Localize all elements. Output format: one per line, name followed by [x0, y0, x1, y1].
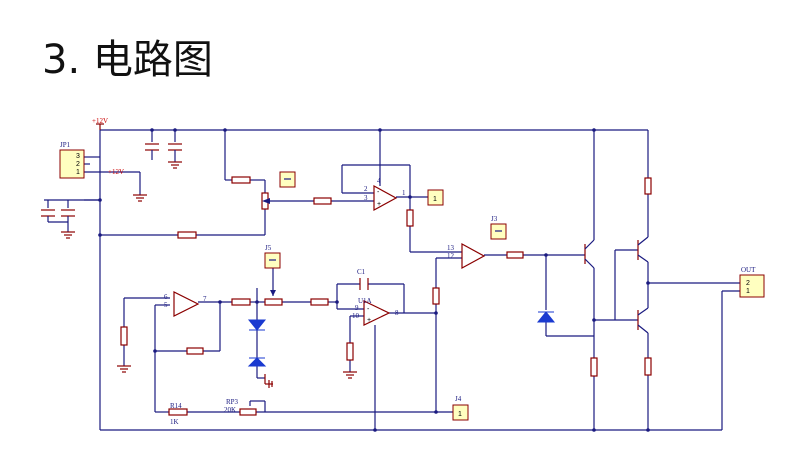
out-ref: OUT [741, 266, 756, 274]
u1a-ref: U1A [358, 297, 372, 305]
out-pin-1: 1 [746, 288, 750, 295]
op-left-pin6: 6 [164, 293, 168, 301]
svg-text:-: - [367, 306, 370, 313]
rp3-ref: RP3 [226, 398, 239, 406]
r14-value: 1K [170, 418, 179, 426]
ground-symbols [61, 161, 357, 388]
svg-text:+: + [367, 317, 371, 324]
out-pin-2: 2 [746, 280, 750, 287]
op-left-pin7: 7 [203, 295, 207, 303]
jp1-pin-3: 3 [76, 153, 80, 160]
op-mid-pin13: 13 [447, 244, 455, 252]
op-amps: - + 2 3 1 4 13 12 6 5 7 - + U1A 9 10 8 [164, 177, 486, 326]
op-top-pin2: 2 [364, 185, 368, 193]
jp1-connector: JP1 3 2 1 +12V [59, 141, 124, 179]
c1-label: C1 [357, 268, 366, 276]
op-top-pin4: 4 [377, 177, 381, 185]
op-top-pin1: 1 [402, 189, 406, 197]
out-connector: OUT 2 1 [739, 266, 765, 298]
tp-top-pin: 1 [433, 196, 437, 203]
svg-text:-: - [377, 189, 380, 196]
diodes [247, 311, 556, 367]
op-top-pin3: 3 [364, 194, 368, 202]
jp1-ref: JP1 [60, 141, 71, 149]
jp1-pin-1: 1 [76, 169, 80, 176]
u1a-pin9: 9 [355, 304, 359, 312]
j3-ref: J3 [491, 215, 498, 223]
jp1-pin-2: 2 [76, 161, 80, 168]
rp3-value: 20K [224, 406, 236, 414]
u1a-pin8: 8 [395, 309, 399, 317]
transistors [584, 236, 649, 334]
junction-dots [98, 128, 650, 432]
op-left-pin5: 5 [164, 301, 168, 309]
j5-ref: J5 [265, 244, 272, 252]
u1a-pin10: 10 [352, 312, 360, 320]
j4-pin: 1 [458, 411, 462, 418]
test-points: 1 J3 J5 1 J4 [264, 171, 507, 421]
resistors: R14 1K RP3 20K [120, 176, 652, 426]
rail-label: +12V [92, 117, 108, 125]
page-heading: 3. 电路图 [42, 37, 213, 83]
r14-ref: R14 [170, 402, 182, 410]
op-mid-pin12: 12 [447, 252, 455, 260]
svg-text:+: + [377, 201, 381, 208]
j4-ref: J4 [455, 395, 462, 403]
capacitors: C1 [41, 143, 369, 290]
jp1-net-label: +12V [108, 168, 124, 176]
wire-net [44, 129, 740, 431]
